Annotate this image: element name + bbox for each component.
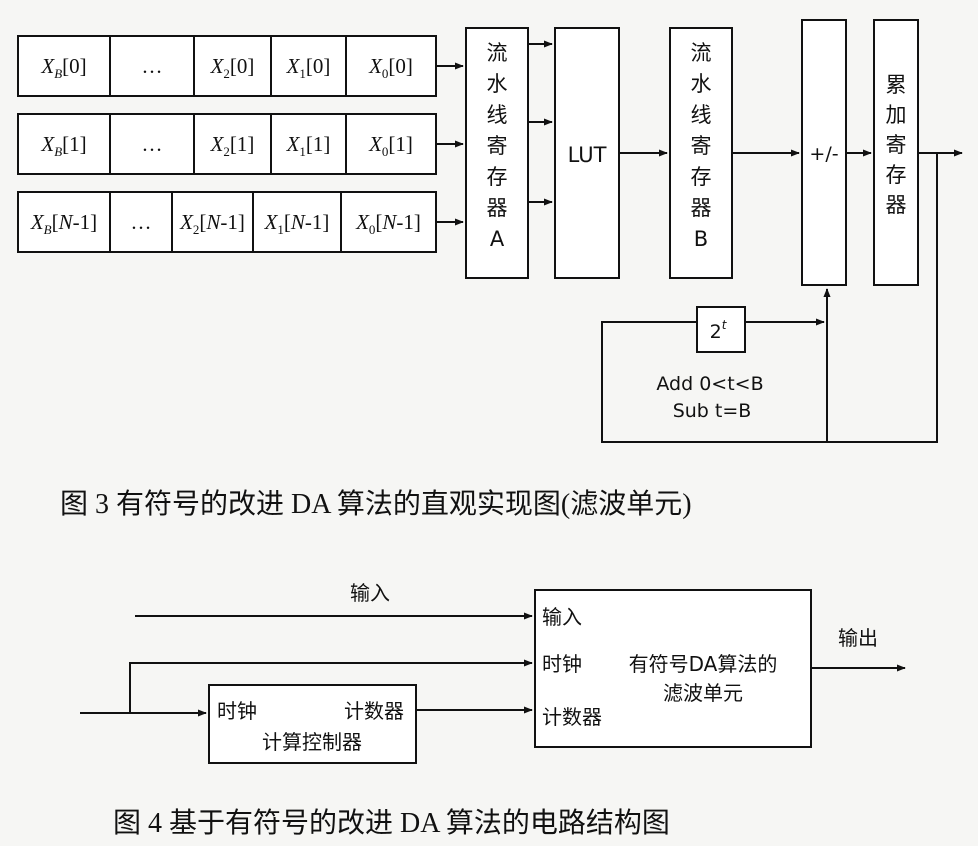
- register-cell: X0[0]: [345, 35, 437, 97]
- register-cell-label: XB[N-1]: [30, 210, 97, 237]
- compute-controller-block: [208, 684, 417, 764]
- vertical-char: 存: [691, 165, 712, 189]
- register-cell: X2[0]: [193, 35, 272, 97]
- lut-block: [554, 27, 620, 279]
- filter-clock-port: 时钟: [542, 652, 582, 676]
- controller-counter-label: 计数器: [344, 699, 404, 723]
- vertical-char: A: [490, 227, 505, 251]
- register-cell-label: X0[1]: [368, 132, 413, 159]
- register-cell-label: …: [131, 210, 152, 234]
- register-cell: X1[N-1]: [252, 191, 342, 253]
- register-cell-label: X2[N-1]: [179, 210, 245, 237]
- vertical-char: 寄: [886, 133, 907, 157]
- register-cell-label: X1[0]: [286, 54, 331, 81]
- vertical-char: 流: [487, 41, 508, 65]
- register-cell-label: …: [142, 132, 163, 156]
- vertical-char: 存: [487, 165, 508, 189]
- filter-counter-port: 计数器: [542, 705, 602, 729]
- vertical-char: 线: [691, 103, 712, 127]
- vertical-char: 存: [886, 163, 907, 187]
- register-cell-label: X2[1]: [210, 132, 255, 159]
- figure-3-caption: 图 3 有符号的改进 DA 算法的直观实现图(滤波单元): [60, 488, 692, 520]
- register-cell: XB[1]: [17, 113, 111, 175]
- vertical-char: B: [694, 227, 708, 251]
- vertical-char: 线: [487, 103, 508, 127]
- register-cell-label: XB[1]: [40, 132, 86, 159]
- controller-clock-label: 时钟: [217, 699, 257, 723]
- figure-4-caption: 图 4 基于有符号的改进 DA 算法的电路结构图: [113, 807, 670, 839]
- add-condition-text: Add 0<t<B: [656, 373, 763, 395]
- register-cell: X1[1]: [270, 113, 347, 175]
- vertical-char: 寄: [691, 134, 712, 158]
- register-cell-label: X2[0]: [210, 54, 255, 81]
- register-cell-label: X0[N-1]: [355, 210, 421, 237]
- register-cell-label: X1[1]: [286, 132, 331, 159]
- vertical-char: 器: [691, 196, 712, 220]
- vertical-char: 寄: [487, 134, 508, 158]
- vertical-char: 水: [487, 72, 508, 96]
- register-cell: …: [109, 113, 195, 175]
- register-cell: X1[0]: [270, 35, 347, 97]
- register-cell: XB[N-1]: [17, 191, 111, 253]
- adder-label: +/-: [809, 143, 838, 165]
- vertical-char: 加: [886, 103, 907, 127]
- vertical-char: 器: [487, 196, 508, 220]
- register-cell-label: …: [142, 54, 163, 78]
- clock-arrow: [80, 659, 533, 714]
- vertical-char: 累: [886, 73, 907, 97]
- register-cell: X0[1]: [345, 113, 437, 175]
- input-line-label: 输入: [350, 581, 390, 605]
- da-filter-unit-block: [534, 589, 812, 748]
- register-cell-label: XB[0]: [40, 54, 86, 81]
- register-cell: X2[1]: [193, 113, 272, 175]
- lut-label: LUT: [568, 143, 607, 167]
- register-cell-label: X1[N-1]: [264, 210, 330, 237]
- register-cell: XB[0]: [17, 35, 111, 97]
- register-cell-label: X0[0]: [368, 54, 413, 81]
- input-word-rows: XB[0] … X2[0] X1[0] X0[0] XB[1] … X2[1] X1[1] X0[…: [17, 35, 437, 253]
- register-cell: X2[N-1]: [171, 191, 254, 253]
- vertical-char: 水: [691, 72, 712, 96]
- vertical-char: 器: [886, 193, 907, 217]
- filter-title-line1: 有符号DA算法的: [629, 652, 778, 676]
- sub-condition-text: Sub t=B: [673, 400, 752, 422]
- filter-input-port: 输入: [542, 605, 582, 629]
- shift-block: [696, 306, 746, 353]
- register-cell: X0[N-1]: [340, 191, 437, 253]
- register-cell: …: [109, 35, 195, 97]
- pipeline-register-a: [465, 27, 529, 279]
- register-cell: …: [109, 191, 173, 253]
- filter-title-line2: 滤波单元: [663, 681, 743, 705]
- adder-block: [801, 19, 847, 286]
- feedback-loop-line: [601, 153, 938, 443]
- output-label: 输出: [838, 626, 878, 650]
- vertical-char: 流: [691, 41, 712, 65]
- controller-title: 计算控制器: [262, 730, 362, 754]
- shift-label: 2t: [710, 318, 728, 343]
